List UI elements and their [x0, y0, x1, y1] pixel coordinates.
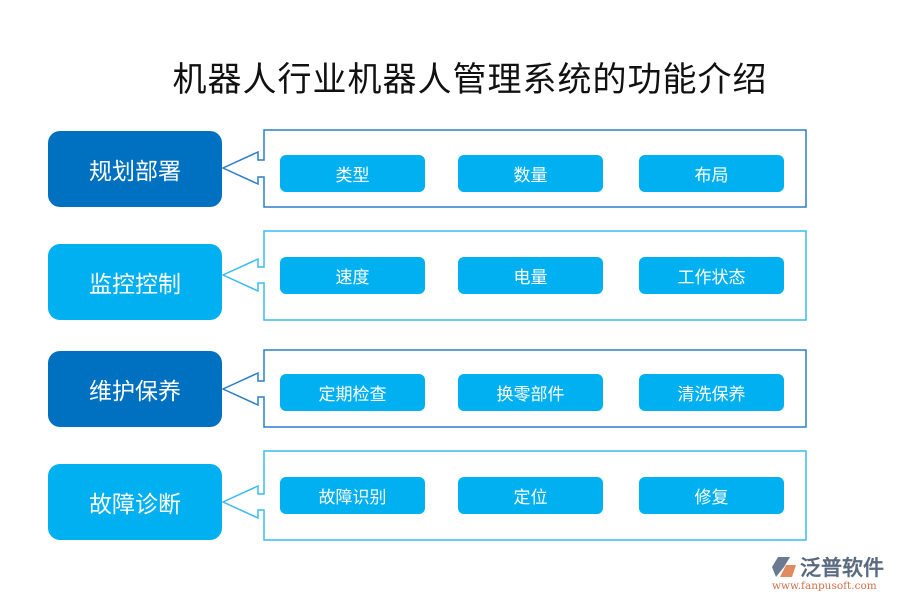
item-pill: 修复 — [639, 477, 784, 514]
callout-frame-4 — [221, 450, 807, 541]
logo-url: www.fanpusoft.com — [772, 580, 877, 592]
logo-mark-icon — [772, 557, 796, 577]
item-pill: 清洗保养 — [639, 374, 784, 411]
item-pill: 工作状态 — [639, 257, 784, 294]
logo-name: 泛普软件 — [800, 556, 884, 580]
item-pill: 故障识别 — [280, 477, 425, 514]
category-diagnosis: 故障诊断 — [48, 464, 222, 540]
category-planning: 规划部署 — [48, 131, 222, 207]
category-monitoring: 监控控制 — [48, 244, 222, 320]
callout-frame-2 — [221, 230, 807, 321]
category-maintenance: 维护保养 — [48, 351, 222, 427]
page-title: 机器人行业机器人管理系统的功能介绍 — [172, 60, 768, 100]
item-pill: 定位 — [458, 477, 603, 514]
callout-frame-1 — [221, 129, 807, 208]
item-pill: 布局 — [639, 155, 784, 192]
item-pill: 速度 — [280, 257, 425, 294]
item-pill: 类型 — [280, 155, 425, 192]
item-pill: 电量 — [458, 257, 603, 294]
item-pill: 数量 — [458, 155, 603, 192]
callout-frame-3 — [221, 349, 807, 428]
brand-logo: 泛普软件 www.fanpusoft.com — [770, 552, 895, 597]
item-pill: 定期检查 — [280, 374, 425, 411]
item-pill: 换零部件 — [458, 374, 603, 411]
